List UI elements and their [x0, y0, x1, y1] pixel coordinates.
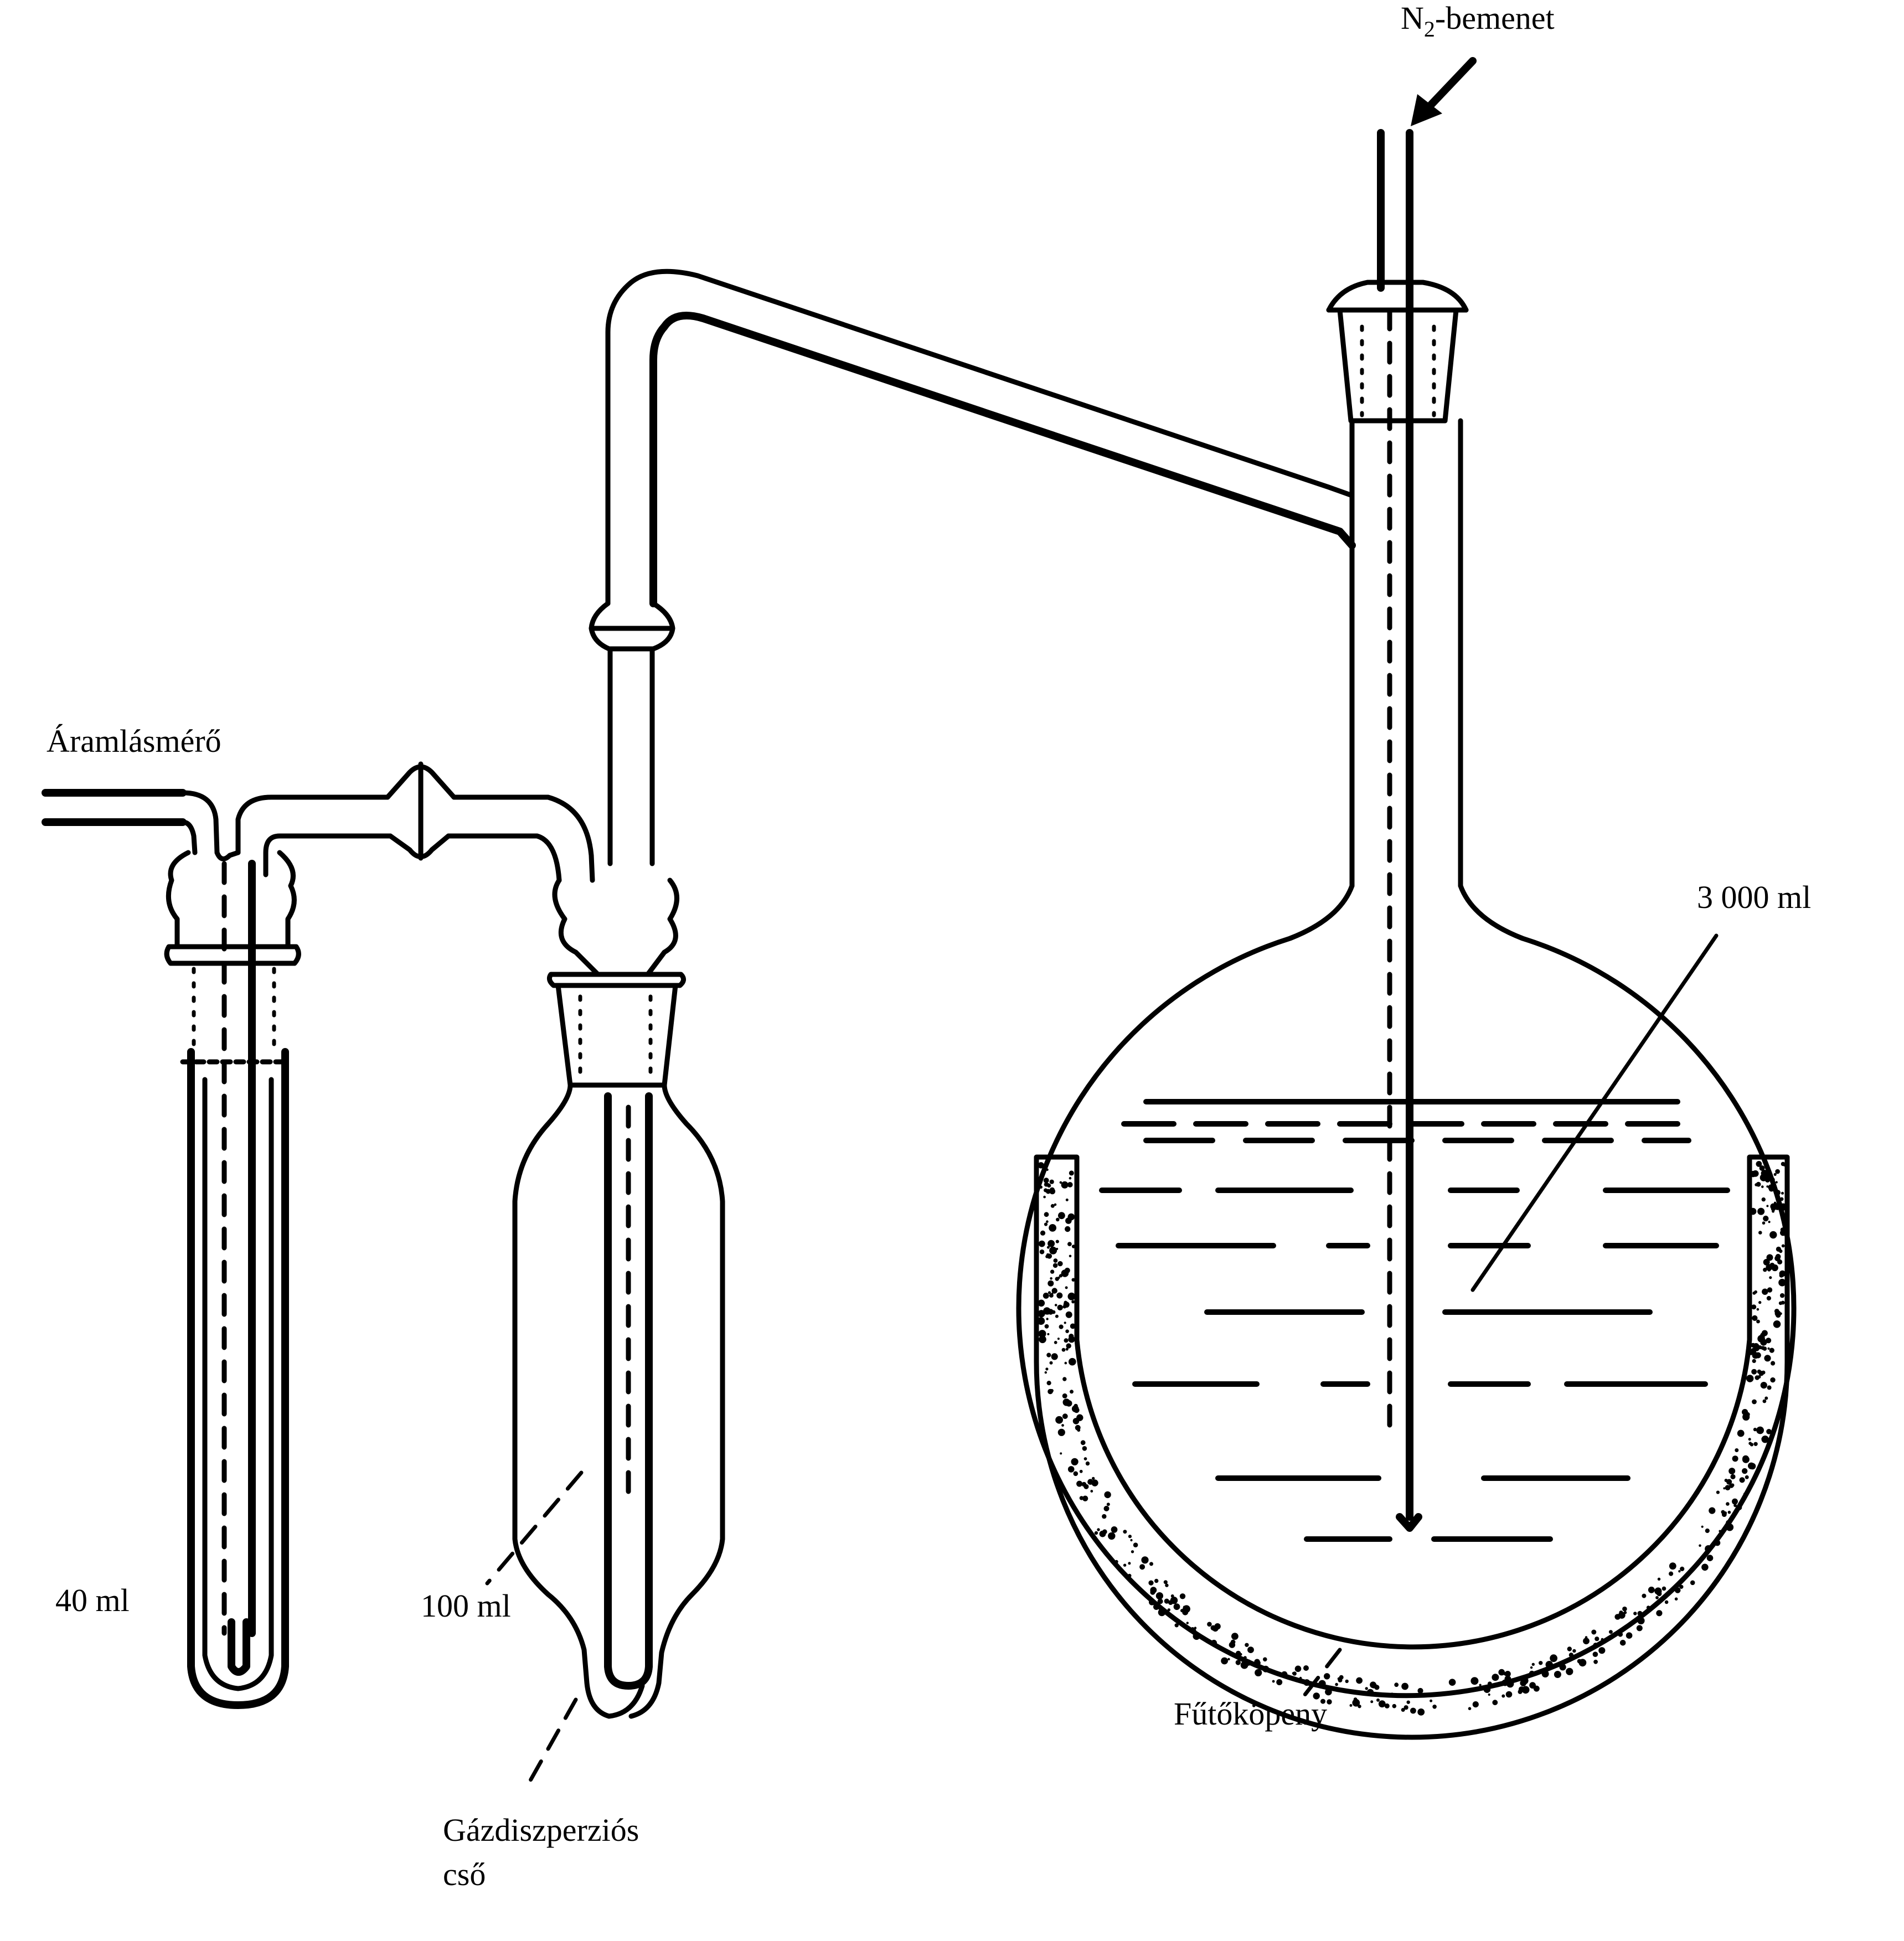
leader-gas-dispersion — [524, 1697, 578, 1790]
round-bottom-flask — [1016, 418, 1797, 1699]
heating-mantle — [1034, 1154, 1790, 1740]
label-flowmeter: Áramlásmérő — [47, 723, 221, 759]
gas-washing-bottle — [512, 877, 725, 1719]
label-heating-mantle: Fűtőköpeny — [1174, 1696, 1327, 1732]
leader-heating-mantle — [1299, 1648, 1342, 1702]
label-gas-dispersion-2: cső — [443, 1856, 486, 1892]
label-40ml: 40 ml — [55, 1582, 130, 1618]
n2-inlet-tube — [1377, 129, 1413, 292]
delivery-tube — [605, 269, 1356, 607]
label-100ml: 100 ml — [421, 1588, 511, 1624]
delivery-joint — [589, 601, 675, 866]
label-3000ml: 3 000 ml — [1697, 879, 1811, 915]
flowmeter-outlet — [42, 789, 241, 861]
leader-3000ml — [1470, 933, 1719, 1292]
n2-inlet-arrow — [1411, 57, 1477, 126]
connecting-tube — [235, 761, 595, 883]
label-n2-inlet: N2-bemenet — [1401, 0, 1555, 42]
leader-100ml — [485, 1470, 584, 1586]
flask-dip-tube — [1387, 284, 1422, 1532]
mantle-texture — [1037, 1161, 1787, 1716]
label-gas-dispersion-1: Gázdiszperziós — [443, 1812, 639, 1848]
flask-liquid — [1099, 1099, 1730, 1542]
flask-stopper — [1326, 280, 1469, 424]
test-tube — [164, 850, 301, 1709]
